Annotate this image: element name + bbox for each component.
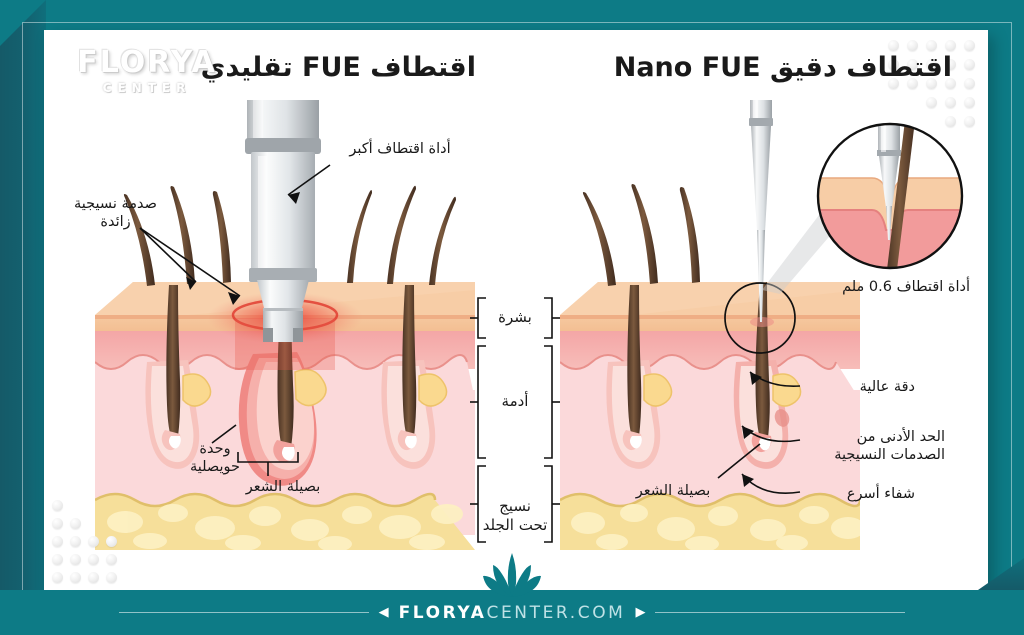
decorative-dot — [88, 554, 99, 565]
label-larger-punch-tool: أداة اقتطاف أكبر — [349, 141, 451, 157]
footer-rule-left — [655, 612, 906, 613]
footer-bar: ▶ FLORYACENTER.COM ◀ — [0, 590, 1024, 635]
label-follicular-unit: وحدة حويصلية — [189, 441, 240, 476]
footer-website: FLORYACENTER.COM — [399, 603, 626, 623]
decorative-dot — [888, 40, 899, 51]
label-minimal-tissue-trauma: الحد الأدنى من الصدمات النسيجية — [834, 429, 945, 464]
panel-title-traditional-fue: اقتطاف FUE تقليدي — [200, 52, 476, 83]
decorative-dot — [926, 40, 937, 51]
decorative-dot — [52, 572, 63, 583]
decorative-dot — [945, 78, 956, 89]
skin-layer-label-subcutaneous: نسيج تحت الجلد — [482, 497, 548, 534]
footer-brand-bold: FLORYA — [398, 602, 487, 623]
decorative-dot — [52, 518, 63, 529]
magnified-inset-nano-punch — [816, 122, 964, 270]
decorative-dot — [907, 78, 918, 89]
decorative-dot — [70, 554, 81, 565]
decorative-dot — [888, 78, 899, 89]
decorative-dot — [88, 572, 99, 583]
label-high-precision: دقة عالية — [859, 379, 915, 395]
decorative-dot — [70, 572, 81, 583]
label-excess-tissue-trauma: صدمة نسيجية زائدة — [74, 196, 157, 231]
panel-title-nano-fue: اقتطاف دقيق Nano FUE — [613, 52, 952, 83]
florya-leaf-logo — [483, 553, 541, 597]
arrow-left-icon: ◀ — [378, 605, 389, 620]
decorative-dot — [52, 536, 63, 547]
decorative-dot — [945, 40, 956, 51]
decorative-dot — [926, 78, 937, 89]
dot-grid-top-right — [888, 40, 984, 127]
decorative-dot — [945, 116, 956, 127]
decorative-dot — [964, 59, 975, 70]
label-faster-healing: شفاء أسرع — [846, 486, 915, 502]
decorative-dot — [945, 59, 956, 70]
watermark-sub-text: CENTER — [102, 81, 192, 95]
skin-layer-label-dermis: أدمة — [501, 392, 529, 410]
watermark-main-text: FLORYA — [77, 45, 217, 80]
decorative-dot — [888, 59, 899, 70]
decorative-dot — [964, 116, 975, 127]
skin-layer-label-epidermis: بشرة — [498, 308, 532, 326]
dot-grid-bottom-left — [52, 500, 152, 583]
footer-rule-right — [118, 612, 369, 613]
decorative-dot — [907, 59, 918, 70]
footer-brand-rest: CENTER.COM — [486, 602, 626, 623]
decorative-dot — [70, 536, 81, 547]
decorative-dot — [88, 536, 99, 547]
decorative-dot — [964, 78, 975, 89]
skin-layer-brackets — [470, 297, 560, 543]
label-nano-punch-tool: أداة اقتطاف 0.6 ملم — [842, 279, 970, 295]
decorative-dot — [52, 500, 63, 511]
decorative-dot — [964, 97, 975, 108]
decorative-dot — [907, 40, 918, 51]
decorative-dot — [70, 518, 81, 529]
arrow-right-icon: ▶ — [635, 605, 646, 620]
decorative-dot — [106, 572, 117, 583]
frame-bevel — [0, 0, 46, 635]
illustration-nano-fue — [560, 100, 860, 550]
decorative-dot — [964, 40, 975, 51]
label-hair-bulb-right: بصيلة الشعر — [635, 483, 711, 499]
decorative-dot — [52, 554, 63, 565]
decorative-dot — [926, 59, 937, 70]
decorative-dot — [926, 97, 937, 108]
decorative-dot — [106, 554, 117, 565]
decorative-dot — [106, 536, 117, 547]
decorative-dot — [945, 97, 956, 108]
label-hair-bulb-left: بصيلة الشعر — [245, 479, 321, 495]
watermark-logo: FLORYA CENTER — [62, 48, 232, 100]
